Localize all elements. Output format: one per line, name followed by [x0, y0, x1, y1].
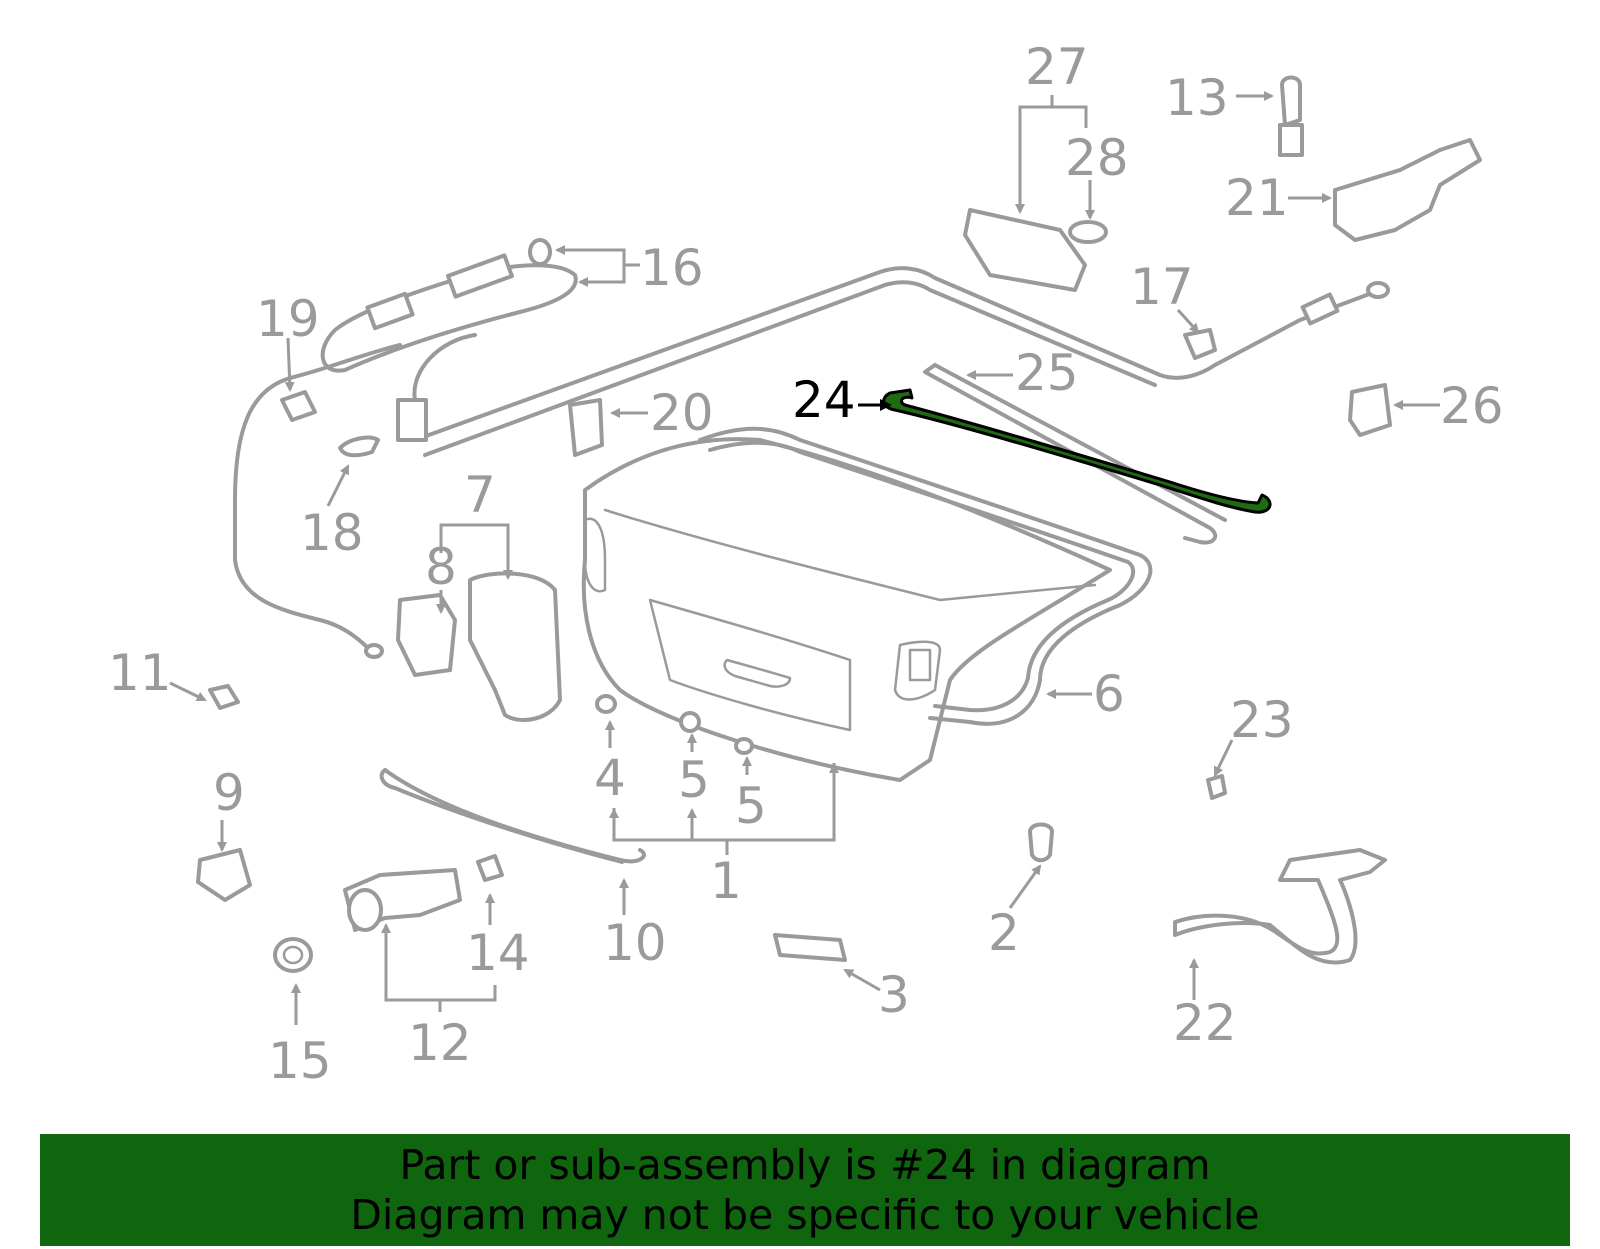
banner-line-1: Part or sub-assembly is #24 in diagram — [399, 1141, 1211, 1189]
callout-22: 22 — [1173, 994, 1237, 1052]
release-cable-part — [233, 343, 402, 659]
callout-6: 6 — [1093, 665, 1125, 723]
callout-27: 27 — [1025, 38, 1089, 96]
callout-9: 9 — [213, 764, 245, 822]
callout-26: 26 — [1440, 377, 1504, 435]
leader-lines — [169, 91, 1440, 1025]
callout-18: 18 — [300, 504, 364, 562]
trunk-lid-part — [581, 437, 1112, 782]
part-info-banner: Part or sub-assembly is #24 in diagram D… — [40, 1134, 1570, 1246]
callout-7: 7 — [464, 466, 496, 524]
callout-20: 20 — [650, 384, 714, 442]
callout-8: 8 — [425, 538, 457, 596]
callout-15: 15 — [268, 1032, 332, 1090]
callout-13: 13 — [1165, 69, 1229, 127]
banner-line-2: Diagram may not be specific to your vehi… — [350, 1191, 1260, 1239]
callout-16: 16 — [640, 239, 704, 297]
callout-17: 17 — [1130, 258, 1194, 316]
callout-24: 24 — [792, 371, 856, 429]
misc-parts — [196, 75, 1482, 973]
opener-motor-part — [320, 238, 578, 442]
opener-cable-part — [413, 266, 1390, 457]
callout-5a: 5 — [678, 751, 710, 809]
callout-28: 28 — [1065, 129, 1129, 187]
callout-19: 19 — [256, 290, 320, 348]
callout-23: 23 — [1230, 691, 1294, 749]
callout-12: 12 — [408, 1014, 472, 1072]
callout-1: 1 — [710, 852, 742, 910]
callout-labels: 1 2 3 4 5 5 6 7 8 9 10 11 12 13 14 15 16… — [108, 38, 1504, 1090]
callout-2: 2 — [988, 904, 1020, 962]
callout-25: 25 — [1015, 344, 1079, 402]
callout-10: 10 — [603, 914, 667, 972]
callout-21: 21 — [1225, 169, 1289, 227]
callout-14: 14 — [466, 924, 530, 982]
callout-3: 3 — [878, 966, 910, 1024]
callout-5b: 5 — [735, 777, 767, 835]
weatherstrip-part — [698, 426, 1153, 726]
callout-11: 11 — [108, 644, 172, 702]
callout-4: 4 — [594, 749, 626, 807]
torsion-bar-part-24 — [882, 388, 1272, 514]
